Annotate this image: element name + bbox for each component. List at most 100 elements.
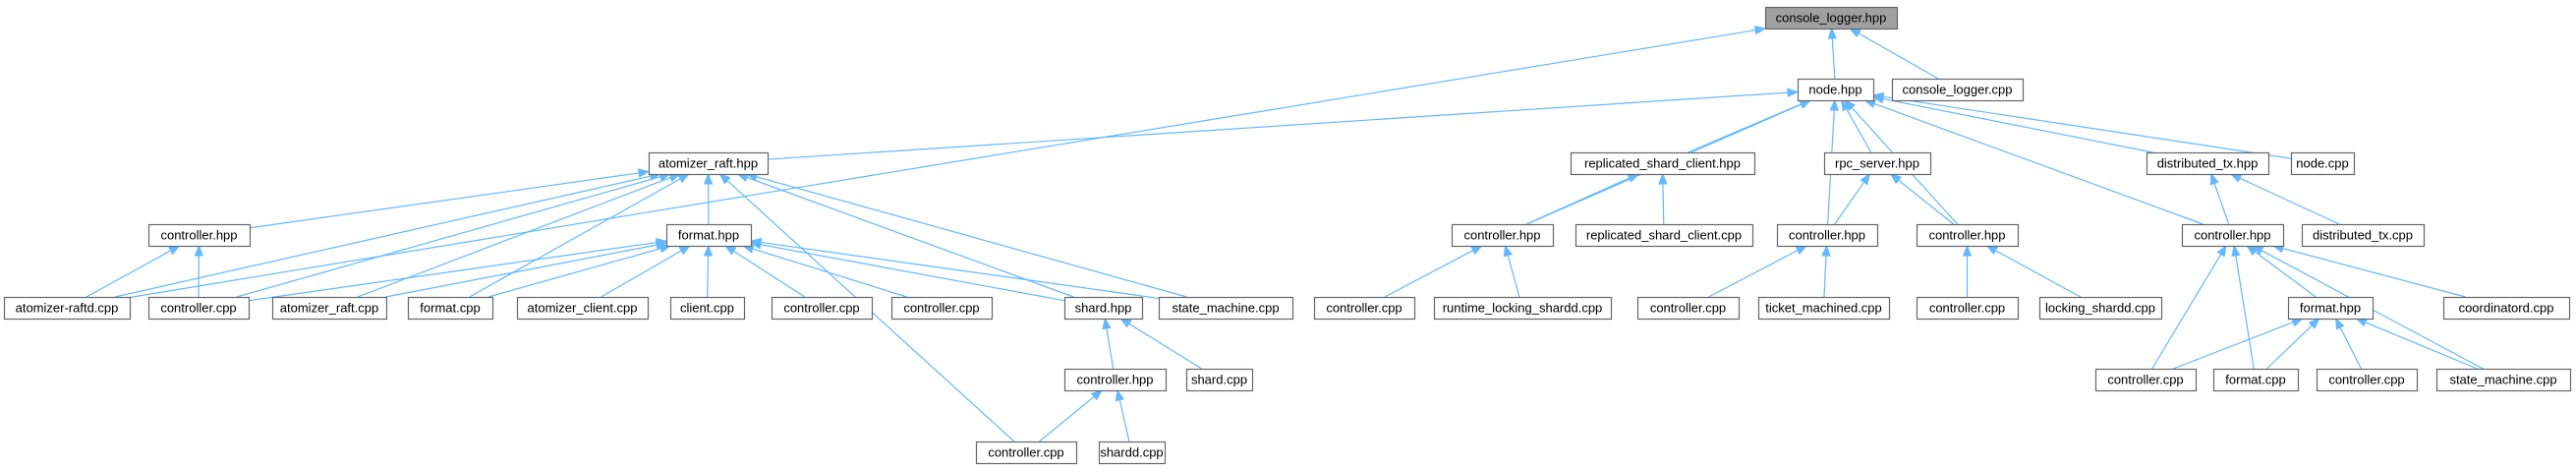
arrowhead-icon: [637, 168, 651, 178]
node-controller-hpp-c[interactable]: controller.hpp: [1776, 223, 1879, 248]
node-controller-cpp-b[interactable]: controller.cpp: [771, 296, 874, 321]
edge-n_controller_cpp_h-to-n_format_hpp_b: [2339, 326, 2362, 370]
node-atomizer-raftd-cpp[interactable]: atomizer-raftd.cpp: [3, 296, 132, 321]
node-box: [2212, 368, 2300, 392]
edge-n_shard_cpp-to-n_shard_hpp: [1128, 323, 1203, 370]
node-controller-hpp-a[interactable]: controller.hpp: [147, 223, 252, 248]
node-box: [1158, 296, 1294, 321]
edge-n_state_machine_cpp_a-to-n_atomizer_raft_hpp: [756, 176, 1187, 298]
edge-n_node_cpp-to-n_node_hpp: [1882, 95, 2292, 159]
node-controller-cpp-f[interactable]: controller.cpp: [1916, 296, 2020, 321]
node-label: controller.hpp: [1928, 228, 2005, 243]
edge-n_shardd_cpp-to-n_controller_hpp_f: [1118, 399, 1130, 442]
node-runtime-locking-shardd-cpp[interactable]: runtime_locking_shardd.cpp: [1433, 296, 1613, 321]
node-controller-hpp-f[interactable]: controller.hpp: [1063, 368, 1168, 392]
arrowhead-icon: [703, 244, 714, 257]
node-state-machine-cpp-b[interactable]: state_machine.cpp: [2435, 368, 2572, 392]
node-state-machine-cpp-a[interactable]: state_machine.cpp: [1158, 296, 1294, 321]
edge-n_atomizer_raftd_cpp-to-n_atomizer_raft_hpp: [114, 175, 652, 298]
edge-n_controller_cpp_e-to-n_controller_hpp_c: [1708, 250, 1799, 298]
edge-n_rpc_server_hpp-to-n_node_hpp: [1846, 108, 1872, 153]
arrowhead-icon: [1795, 245, 1808, 256]
node-replicated-shard-client-hpp[interactable]: replicated_shard_client.hpp: [1570, 151, 1756, 176]
node-controller-cpp-c[interactable]: controller.cpp: [890, 296, 994, 321]
node-box: [147, 296, 251, 321]
node-client-cpp[interactable]: client.cpp: [669, 296, 746, 321]
node-controller-cpp-g[interactable]: controller.cpp: [2094, 368, 2198, 392]
node-coordinatord-cpp[interactable]: coordinatord.cpp: [2442, 296, 2571, 321]
edge-n_format_cpp_a-to-n_atomizer_raft_hpp: [469, 178, 681, 298]
node-label: shard.hpp: [1075, 301, 1132, 316]
edge-n_replicated_shard_client_cpp-to-n_replicated_shard_client_hpp: [1662, 183, 1665, 225]
node-box: [669, 296, 746, 321]
node-controller-hpp-b[interactable]: controller.hpp: [1451, 223, 1555, 248]
edge-n_format_hpp_b-to-n_controller_hpp_e: [2254, 251, 2317, 298]
node-box: [1574, 223, 1754, 248]
arrowhead-icon: [1889, 173, 1902, 185]
node-format-hpp-a[interactable]: format.hpp: [665, 223, 753, 248]
node-label: format.cpp: [2225, 373, 2285, 387]
node-label: distributed_tx.hpp: [2157, 156, 2259, 171]
node-distributed-tx-cpp[interactable]: distributed_tx.cpp: [2301, 223, 2426, 248]
node-label: rpc_server.hpp: [1835, 156, 1919, 171]
edge-n_distributed_tx_cpp-to-n_distributed_tx_hpp: [2239, 177, 2340, 225]
node-atomizer-client-cpp[interactable]: atomizer_client.cpp: [516, 296, 650, 321]
edge-n_distributed_tx_hpp-to-n_node_hpp: [1882, 97, 2153, 153]
node-controller-hpp-e[interactable]: controller.hpp: [2181, 223, 2285, 248]
node-label: state_machine.cpp: [2449, 373, 2556, 387]
node-format-cpp-b[interactable]: format.cpp: [2212, 368, 2300, 392]
node-replicated-shard-client-cpp[interactable]: replicated_shard_client.cpp: [1574, 223, 1754, 248]
node-locking-shardd-cpp[interactable]: locking_shardd.cpp: [2038, 296, 2163, 321]
node-box: [1570, 151, 1756, 176]
node-box: [1891, 78, 2025, 102]
edge-n_controller_cpp_a-to-n_format_hpp_a: [248, 241, 658, 302]
node-controller-hpp-d[interactable]: controller.hpp: [1916, 223, 2020, 248]
node-format-cpp-a[interactable]: format.cpp: [407, 296, 494, 321]
arrowhead-icon: [1753, 26, 1767, 35]
node-shardd-cpp[interactable]: shardd.cpp: [1098, 441, 1167, 465]
node-controller-cpp-i[interactable]: controller.cpp: [975, 441, 1078, 465]
node-format-hpp-b[interactable]: format.hpp: [2287, 296, 2375, 321]
node-node-cpp[interactable]: node.cpp: [2290, 151, 2356, 176]
node-label: controller.hpp: [160, 228, 237, 243]
node-node-hpp[interactable]: node.hpp: [1797, 78, 1875, 102]
node-controller-cpp-e[interactable]: controller.cpp: [1636, 296, 1741, 321]
node-ticket-machined-cpp[interactable]: ticket_machined.cpp: [1757, 296, 1891, 321]
edge-n_atomizer_raftd_cpp-to-n_controller_hpp_a: [86, 250, 172, 298]
edge-n_shard_hpp-to-n_format_hpp_a: [760, 244, 1065, 302]
node-distributed-tx-hpp[interactable]: distributed_tx.hpp: [2146, 151, 2270, 176]
edge-n_format_cpp_b-to-n_controller_hpp_e: [2235, 255, 2255, 370]
node-console-logger-cpp[interactable]: console_logger.cpp: [1891, 78, 2025, 102]
node-box: [1797, 78, 1875, 102]
arrowhead-icon: [1119, 318, 1132, 328]
edge-n_controller_hpp_d-to-n_rpc_server_hpp: [1898, 179, 1955, 225]
edge-n_controller_hpp_f-to-n_shard_hpp: [1106, 327, 1115, 370]
node-rpc-server-hpp[interactable]: rpc_server.hpp: [1823, 151, 1932, 176]
node-label: node.cpp: [2296, 156, 2349, 171]
arrowhead-icon: [2216, 244, 2227, 258]
node-shard-hpp[interactable]: shard.hpp: [1063, 296, 1144, 321]
node-atomizer-raft-hpp[interactable]: atomizer_raft.hpp: [648, 151, 770, 176]
node-label: controller.hpp: [1076, 373, 1153, 387]
node-box: [1098, 441, 1167, 465]
edge-n_format_cpp_b-to-n_format_hpp_b: [2266, 324, 2313, 370]
node-controller-cpp-d[interactable]: controller.cpp: [1313, 296, 1416, 321]
node-box: [1063, 368, 1168, 392]
node-console-logger-hpp[interactable]: console_logger.hpp: [1764, 6, 1899, 30]
node-box: [2094, 368, 2198, 392]
node-shard-cpp[interactable]: shard.cpp: [1185, 368, 1254, 392]
node-controller-cpp-a[interactable]: controller.cpp: [147, 296, 251, 321]
edge-n_atomizer_raft_cpp-to-n_atomizer_raft_hpp: [357, 177, 671, 298]
node-atomizer-raft-cpp[interactable]: atomizer_raft.cpp: [271, 296, 388, 321]
node-label: coordinatord.cpp: [2459, 301, 2554, 316]
node-box: [2435, 368, 2572, 392]
node-box: [975, 441, 1078, 465]
arrowhead-icon: [1503, 244, 1513, 258]
node-controller-cpp-h[interactable]: controller.cpp: [2316, 368, 2419, 392]
arrowhead-icon: [749, 237, 763, 248]
arrowhead-icon: [194, 244, 204, 257]
arrowhead-icon: [2334, 317, 2345, 330]
node-box: [1063, 296, 1144, 321]
edge-n_atomizer_raft_hpp-to-n_node_hpp: [767, 91, 1789, 160]
